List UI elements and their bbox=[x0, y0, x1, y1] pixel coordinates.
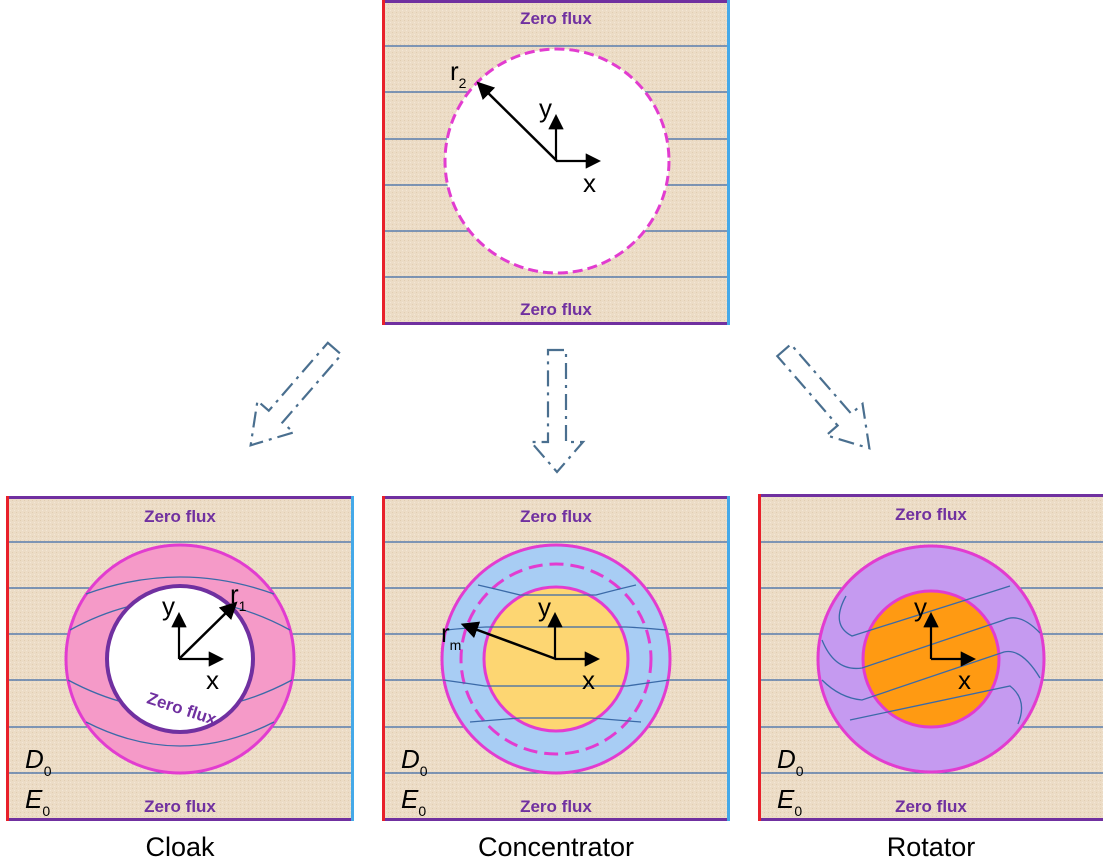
rotator-zero-flux-bottom: Zero flux bbox=[895, 797, 967, 816]
cloak-zero-flux-top: Zero flux bbox=[144, 507, 216, 526]
rotator-panel: y x D0 E0 Zero flux Zero flux Rotator bbox=[758, 494, 1103, 862]
rotator-zero-flux-top: Zero flux bbox=[895, 505, 967, 524]
top-zero-flux-top: Zero flux bbox=[520, 9, 592, 28]
concentrator-field-lines-inside bbox=[442, 584, 670, 723]
concentrator-caption: Concentrator bbox=[478, 832, 634, 862]
concentrator-E0-label: E0 bbox=[401, 784, 426, 819]
concentrator-rm-arrow bbox=[460, 621, 557, 661]
concentrator-panel: y x rm D0 E0 Zero flux Zero flux Concent… bbox=[382, 496, 730, 862]
concentrator-D0-label: D0 bbox=[401, 744, 428, 779]
cloak-x-label: x bbox=[206, 665, 219, 695]
cloak-y-label: y bbox=[162, 591, 175, 621]
top-r2-label: r2 bbox=[450, 56, 467, 91]
cloak-r1-label: r1 bbox=[230, 579, 247, 614]
cloak-caption: Cloak bbox=[145, 832, 215, 862]
arrow-to-rotator bbox=[775, 342, 871, 450]
cloak-zero-flux-bottom: Zero flux bbox=[144, 797, 216, 816]
top-x-label: x bbox=[583, 168, 596, 198]
rotator-x-label: x bbox=[958, 665, 971, 695]
rotator-twisted-field-lines bbox=[821, 585, 1041, 725]
concentrator-rm-label: rm bbox=[441, 618, 461, 653]
cloak-D0-label: D0 bbox=[25, 744, 52, 779]
rotator-E0-label: E0 bbox=[777, 784, 802, 819]
concentrator-y-label: y bbox=[538, 592, 551, 622]
rotator-y-label: y bbox=[914, 592, 927, 622]
arrow-to-concentrator bbox=[528, 348, 586, 474]
cloak-r1-arrow bbox=[178, 601, 238, 660]
rotator-caption: Rotator bbox=[887, 832, 976, 862]
concentrator-rm-circle bbox=[459, 562, 653, 756]
rotator-D0-label: D0 bbox=[777, 744, 804, 779]
concentrator-x-label: x bbox=[582, 665, 595, 695]
top-r2-arrow bbox=[476, 81, 558, 162]
concentrator-zero-flux-bottom: Zero flux bbox=[520, 797, 592, 816]
concentrator-zero-flux-top: Zero flux bbox=[520, 507, 592, 526]
arrow-to-cloak bbox=[249, 341, 343, 447]
top-zero-flux-bottom: Zero flux bbox=[520, 300, 592, 319]
cloak-E0-label: E0 bbox=[25, 784, 50, 819]
top-y-label: y bbox=[539, 93, 552, 123]
cloak-panel: Zero flux y x r1 D0 E0 Zero flux Zero fl… bbox=[6, 496, 354, 862]
top-panel: r2 y x Zero flux Zero flux bbox=[382, 0, 730, 325]
